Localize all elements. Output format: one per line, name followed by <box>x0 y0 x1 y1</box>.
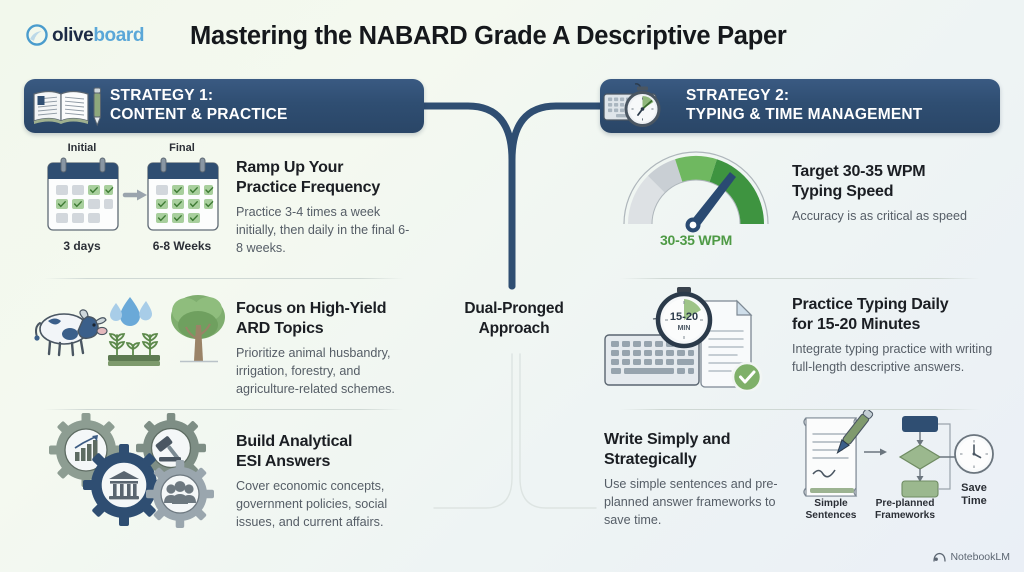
strategy-1-item-3-body: Cover economic concepts, government poli… <box>236 479 388 529</box>
strategy-2-line2: TYPING & TIME MANAGEMENT <box>686 106 923 123</box>
strategy-1-label: STRATEGY 1: CONTENT & PRACTICE <box>110 87 288 125</box>
calendar-final-top-label: Final <box>169 142 195 154</box>
strategy-1-items: Initial Final <box>24 140 424 550</box>
title-line-2: Practice Frequency <box>236 178 381 196</box>
title-line-1: Ramp Up Your <box>236 159 344 176</box>
strategy-1-item-2-text: Focus on High-Yield ARD Topics Prioritiz… <box>236 279 424 399</box>
divider <box>44 409 404 410</box>
speed-gauge: 30-35 WPM <box>600 140 792 250</box>
oliveboard-logo[interactable]: oliveboard <box>26 24 144 46</box>
center-label-line-1: Dual-Pronged <box>464 300 564 317</box>
strategy-1-item-3-text: Build Analytical ESI Answers Cover econo… <box>236 410 424 532</box>
title-line-2: ESI Answers <box>236 452 331 470</box>
title-line-2: Strategically <box>604 450 697 468</box>
strategy-2-header[interactable]: STRATEGY 2: TYPING & TIME MANAGEMENT <box>600 79 1000 133</box>
strategy-2-item-3: Simple Sentences Pre-planned Frameworks … <box>600 410 1000 554</box>
strategy-1-item-2-body: Prioritize animal husbandry, irrigation,… <box>236 346 395 396</box>
center-approach-label: Dual-Pronged Approach <box>440 299 588 339</box>
strategy-1-item-1-body: Practice 3-4 times a week initially, the… <box>236 205 410 255</box>
strategy-2-item-3-body: Use simple sentences and pre-planned ans… <box>604 477 778 527</box>
strategy-2-line1: STRATEGY 2: <box>686 87 790 105</box>
divider <box>44 278 404 279</box>
strategy-2-item-1-text: Target 30-35 WPM Typing Speed Accuracy i… <box>792 140 1000 226</box>
strategy-2-item-3-title: Write Simply and Strategically <box>604 430 792 469</box>
strategy-1-item-2-title: Focus on High-Yield ARD Topics <box>236 299 416 338</box>
strategy-2-item-3-text: Write Simply and Strategically Use simpl… <box>600 410 800 530</box>
strategy-2-item-1-title: Target 30-35 WPM Typing Speed <box>792 162 994 201</box>
strategy-1-item-2: Focus on High-Yield ARD Topics Prioritiz… <box>24 279 424 409</box>
strategy-1-item-1-title: Ramp Up Your Practice Frequency <box>236 158 416 197</box>
strategy-1-item-1: Initial Final <box>24 140 424 278</box>
calendar-initial-bottom-label: 3 days <box>63 239 101 253</box>
document-flowchart-clock: Simple Sentences Pre-planned Frameworks … <box>800 410 1000 540</box>
strategy-2-item-1-body: Accuracy is as critical as speed <box>792 209 967 224</box>
center-label-line-2: Approach <box>478 320 550 338</box>
strategy-1-line1: STRATEGY 1: <box>110 87 214 105</box>
notebooklm-watermark: NotebookLM <box>933 551 1010 563</box>
cow-irrigation-tree-icons <box>24 279 236 389</box>
strategy-1-item-3-title: Build Analytical ESI Answers <box>236 432 416 471</box>
title-line-1: Build Analytical <box>236 433 353 450</box>
strategy-2-item-2-title: Practice Typing Daily for 15-20 Minutes <box>792 295 994 334</box>
strategy-1-header[interactable]: STRATEGY 1: CONTENT & PRACTICE <box>24 79 424 133</box>
strategy-2-item-2-text: Practice Typing Daily for 15-20 Minutes … <box>792 279 1000 377</box>
calendar-final-bottom-label: 6-8 Weeks <box>152 239 212 253</box>
strategy-1-line2: CONTENT & PRACTICE <box>110 106 288 123</box>
title-line-1: Practice Typing Daily <box>792 296 949 313</box>
logo-olive-text: olive <box>52 24 94 46</box>
flow-step-2-label: Pre-planned Frameworks <box>874 498 936 522</box>
notebooklm-icon <box>933 552 947 562</box>
keyboard-and-stopwatch-icon <box>600 79 686 133</box>
title-line-2: for 15-20 Minutes <box>792 315 921 333</box>
notebooklm-label: NotebookLM <box>950 551 1010 563</box>
strategy-2-label: STRATEGY 2: TYPING & TIME MANAGEMENT <box>686 87 922 125</box>
calendar-initial-top-label: Initial <box>67 142 97 154</box>
title-line-1: Target 30-35 WPM <box>792 163 926 180</box>
stopwatch-unit-text: MIN <box>678 325 691 332</box>
flow-step-3-label: Save Time <box>961 482 987 508</box>
strategy-2-item-1: 30-35 WPM Target 30-35 WPM Typing Speed … <box>600 140 1000 278</box>
keyboard-stopwatch-document: 15-20 MIN <box>600 279 792 391</box>
divider <box>620 409 980 410</box>
open-book-and-pen-icon <box>24 79 110 133</box>
four-gears-icons <box>24 410 236 534</box>
title-line-2: ARD Topics <box>236 319 324 337</box>
title-line-1: Write Simply and <box>604 431 731 448</box>
strategy-2-item-2-body: Integrate typing practice with writing f… <box>792 342 993 374</box>
stopwatch-value-text: 15-20 <box>670 311 698 323</box>
two-calendars-comparison: Initial Final <box>24 140 236 262</box>
gauge-value-label: 30-35 WPM <box>659 232 733 248</box>
page-title: Mastering the NABARD Grade A Descriptive… <box>190 22 787 50</box>
strategy-2-item-2: 15-20 MIN Practice Typing Daily for 15-2… <box>600 279 1000 409</box>
title-line-1: Focus on High-Yield <box>236 300 387 317</box>
title-line-2: Typing Speed <box>792 182 894 200</box>
oliveboard-circle-icon <box>26 24 48 46</box>
logo-board-text: board <box>93 24 145 46</box>
strategy-1-item-3: Build Analytical ESI Answers Cover econo… <box>24 410 424 550</box>
divider <box>620 278 980 279</box>
strategy-2-items: 30-35 WPM Target 30-35 WPM Typing Speed … <box>600 140 1000 554</box>
logo-wordmark: oliveboard <box>52 26 144 45</box>
flow-step-1-label: Simple Sentences <box>805 498 857 522</box>
strategy-1-item-1-text: Ramp Up Your Practice Frequency Practice… <box>236 140 424 258</box>
